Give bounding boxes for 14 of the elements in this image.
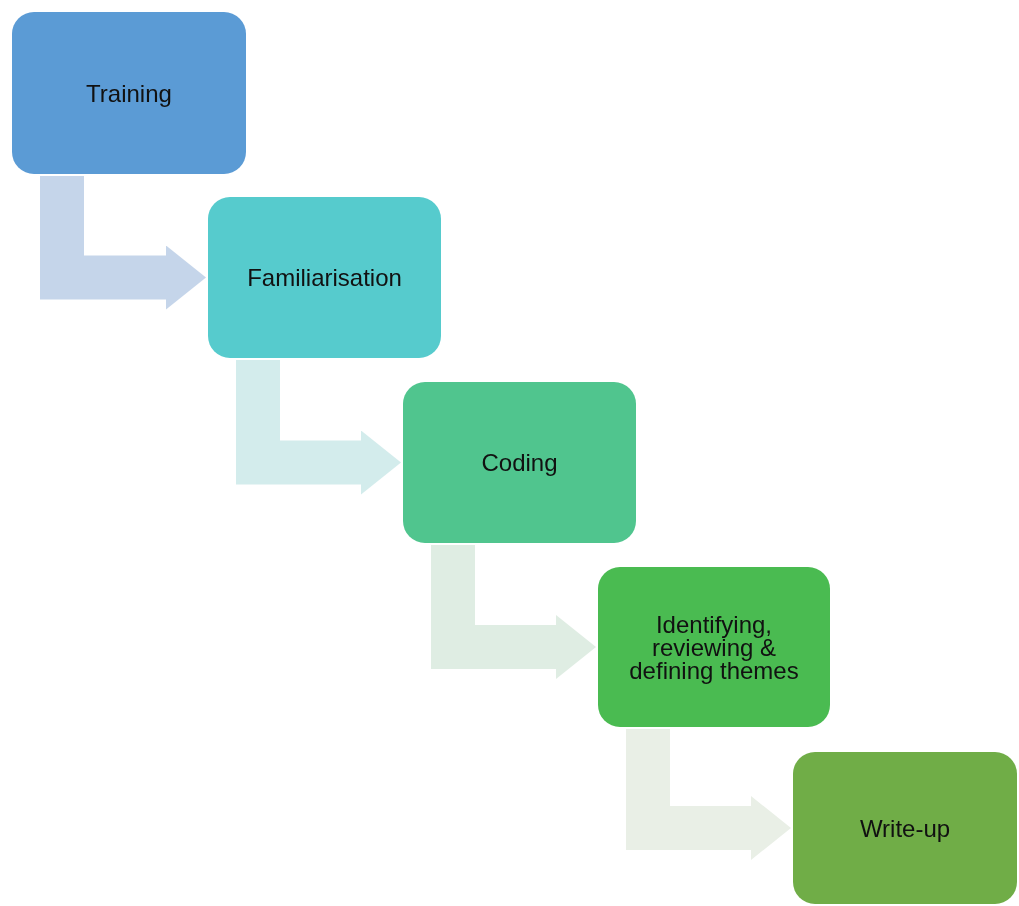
step-label: Coding	[481, 451, 558, 474]
process-box	[12, 12, 246, 174]
bent-arrow	[236, 360, 401, 495]
step-label: Training	[86, 81, 172, 105]
process-box	[793, 752, 1017, 904]
process-box	[403, 382, 636, 543]
step-label: Write-up	[859, 816, 951, 840]
process-box	[598, 567, 830, 727]
step-label: Identifying, reviewing & defining themes	[629, 612, 799, 682]
bent-arrow	[40, 176, 206, 310]
bent-arrow	[431, 545, 596, 679]
bent-arrow	[626, 729, 791, 860]
process-box	[208, 197, 441, 358]
step-label: Familiarisation	[247, 266, 402, 289]
